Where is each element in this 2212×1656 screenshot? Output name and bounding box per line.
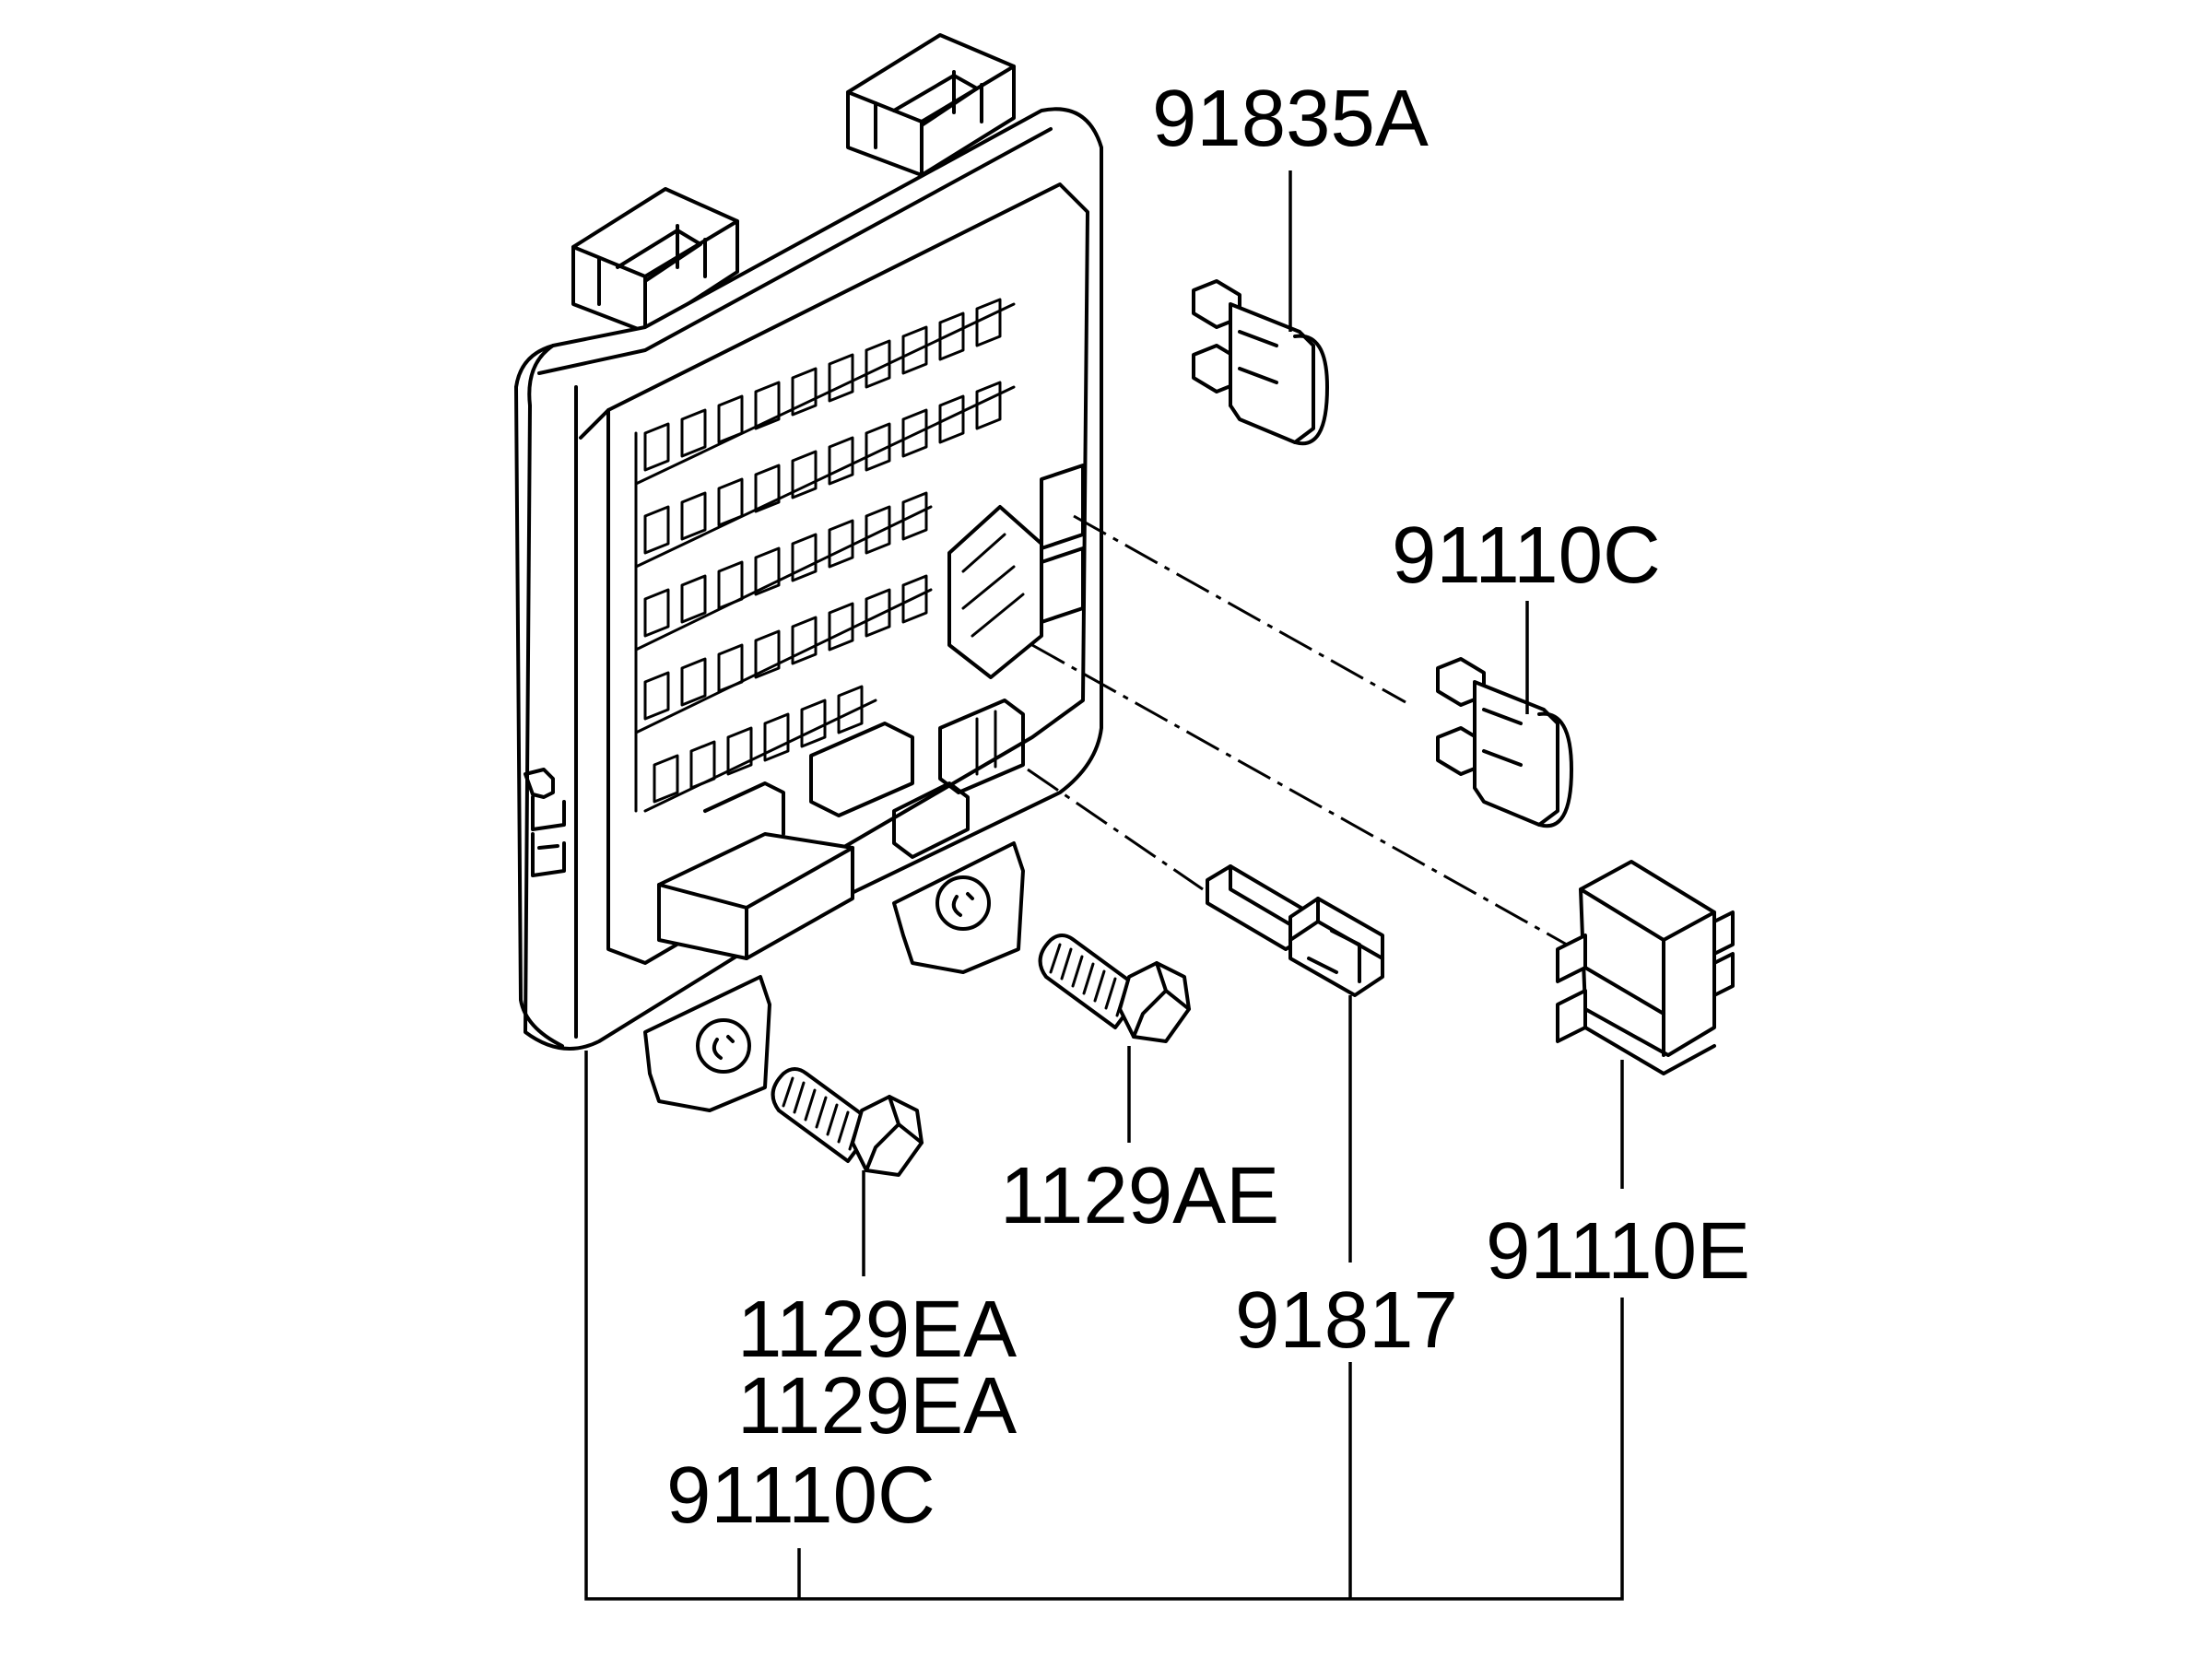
top-connector-right: [846, 33, 1016, 177]
label-91817: 91817: [1235, 1275, 1458, 1365]
junction-box: [514, 33, 1103, 1112]
mounting-tab-left: [643, 975, 771, 1112]
exploded-view-lines: [1027, 514, 1568, 946]
label-91110E: 91110E: [1486, 1206, 1750, 1296]
leader-lines: [584, 170, 1624, 1601]
label-1129EA-first: 1129EA: [737, 1285, 1017, 1374]
part-labels: 91835A 91110C 1129AE 91110E 91817 1129EA…: [666, 74, 1750, 1540]
label-91110C-box: 91110C: [666, 1450, 935, 1540]
connector-terminal-91817: [1206, 864, 1384, 997]
relay-91110E: [1556, 860, 1735, 1075]
label-91835A: 91835A: [1152, 74, 1429, 163]
bottom-connector-block: [657, 722, 970, 960]
mini-fuse-91110C: [1436, 657, 1573, 828]
junction-box-body: [524, 107, 1103, 1051]
bolt-1129AE: [1038, 934, 1191, 1043]
bolt-1129EA: [771, 1067, 924, 1177]
side-clip: [524, 768, 566, 877]
top-connector-left: [571, 187, 739, 334]
label-91110C-fuse: 91110C: [1392, 511, 1661, 600]
fuse-slot-grid: [634, 298, 1016, 813]
label-1129AE: 1129AE: [1000, 1151, 1279, 1240]
mounting-tab-right: [892, 841, 1025, 974]
label-1129EA-second: 1129EA: [737, 1361, 1017, 1450]
relay-sockets: [938, 464, 1085, 794]
mini-fuse-91835A: [1192, 279, 1329, 446]
